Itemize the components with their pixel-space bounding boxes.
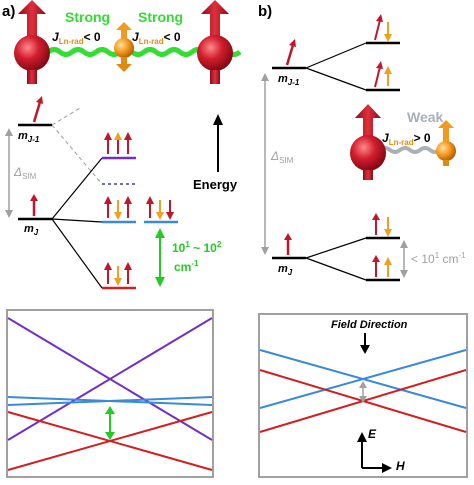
- spins-red: [104, 262, 132, 286]
- spins-purple: [104, 132, 132, 154]
- b-gap-down: [400, 270, 408, 278]
- label-mj: mJ: [24, 223, 39, 237]
- spin-arrowhead-mj: [30, 194, 38, 201]
- axis-e-head: [357, 432, 367, 442]
- ln-spin-left: [14, 0, 50, 84]
- weak-label: Weak: [407, 109, 444, 125]
- corr-line-mid: [51, 218, 103, 223]
- b-ln-spin: [350, 104, 386, 180]
- b-delta-head-up: [261, 73, 269, 81]
- corr-line-bot: [51, 218, 103, 289]
- field-direction-label: Field Direction: [331, 319, 408, 331]
- b-box-gap-up: [359, 381, 367, 388]
- b-spins-lower-2: [372, 255, 392, 277]
- b-corr-1: [305, 42, 367, 69]
- spins-blue-2: [146, 196, 174, 220]
- field-direction-head: [360, 345, 370, 354]
- b-box-gap-down: [359, 396, 367, 403]
- gap-arrow-down: [155, 277, 165, 287]
- zeeman-lines-a: [7, 317, 213, 471]
- coupling-left-label: JLn-rad< 0: [52, 30, 101, 46]
- label-mj1: mJ-1: [18, 130, 40, 144]
- coupling-right-word: Strong: [138, 9, 183, 25]
- axis-e-label: E: [368, 427, 377, 441]
- delta-sim-head-up: [5, 128, 13, 136]
- gap-arrow-a-box-up: [105, 406, 115, 414]
- b-corr-4: [305, 257, 367, 281]
- b-coupling-label: JLn-rad> 0: [382, 131, 431, 147]
- gap-label-line2: cm-1: [174, 259, 199, 274]
- b-corr-3: [305, 237, 367, 259]
- delta-sim-head-down: [5, 210, 13, 218]
- b-gap-label: < 101 cm-1: [411, 251, 466, 266]
- b-spin-mj-head: [284, 233, 292, 240]
- dash-line-1: [51, 107, 81, 126]
- corr-line-top: [51, 157, 103, 220]
- dash-line-2: [51, 124, 103, 185]
- b-gap-up: [400, 240, 408, 248]
- b-delta-head-down: [261, 247, 269, 255]
- coupling-left-word: Strong: [65, 9, 110, 25]
- b-label-mj1: mJ-1: [278, 73, 300, 87]
- energy-label: Energy: [193, 177, 238, 192]
- b-radical-spin: [436, 120, 456, 166]
- gap-label-line1: 101 ~ 102: [172, 240, 222, 255]
- radical-spin-center: [114, 22, 134, 72]
- gap-arrow-a-box-down: [105, 432, 115, 440]
- axis-h-head: [382, 463, 392, 473]
- b-spins-lower-1: [372, 213, 392, 237]
- spin-arrow-mj1: [32, 101, 42, 123]
- b-spin-mj1-head: [289, 39, 296, 47]
- b-spins-upper-1: [374, 14, 392, 42]
- b-corr-2: [305, 67, 367, 91]
- ln-spin-right: [197, 0, 233, 84]
- panel-b-label: b): [258, 3, 272, 20]
- spin-arrowhead-mj1: [36, 96, 43, 104]
- delta-sim-label: ΔSIM: [13, 165, 37, 181]
- b-spin-mj1: [285, 44, 295, 66]
- spins-blue-1: [104, 196, 132, 220]
- b-delta-sim-label: ΔSIM: [270, 149, 294, 165]
- gap-arrow-up: [155, 228, 165, 238]
- energy-arrowhead: [213, 114, 223, 125]
- b-spins-upper-2: [374, 61, 392, 88]
- b-label-mj: mJ: [278, 263, 293, 277]
- axis-h-label: H: [396, 459, 405, 473]
- coupling-right-label: JLn-rad< 0: [132, 30, 181, 46]
- weak-coupling-wave: [378, 146, 442, 154]
- panel-a-label: a): [2, 3, 15, 20]
